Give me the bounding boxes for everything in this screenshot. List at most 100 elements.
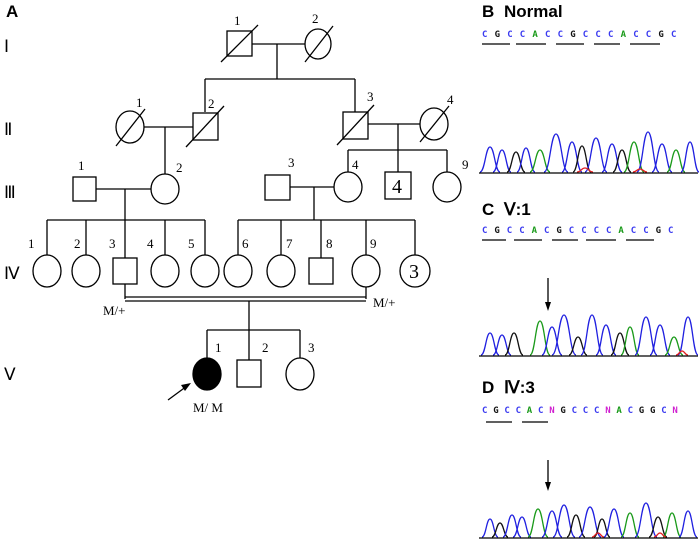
chromatogram-peak bbox=[584, 137, 608, 173]
chromatogram-peak bbox=[662, 512, 682, 538]
individual-number: 1 bbox=[78, 158, 85, 173]
chromatogram-peak bbox=[479, 146, 501, 173]
individual-III-4-female bbox=[333, 171, 363, 203]
individual-number: 4 bbox=[447, 92, 454, 107]
chromatogram-peak bbox=[541, 326, 563, 356]
chromatogram-peak bbox=[653, 532, 667, 538]
individual-number: 9 bbox=[370, 236, 377, 251]
base-call: C bbox=[507, 30, 512, 40]
generation-label-1: Ⅰ bbox=[4, 37, 9, 56]
chromatogram-peak bbox=[492, 334, 512, 356]
base-call: C bbox=[606, 226, 611, 236]
individual-IV-3-male bbox=[112, 257, 138, 285]
chromatogram-peak bbox=[675, 350, 689, 356]
chromatogram-peak bbox=[561, 141, 583, 173]
group-count: 4 bbox=[392, 176, 402, 198]
generation-5: 1 2 3 M/ M bbox=[167, 329, 315, 415]
chromatogram-peak bbox=[623, 141, 645, 173]
panel-d-label: D bbox=[482, 378, 494, 397]
base-call: C bbox=[545, 30, 550, 40]
generation-label-3: Ⅲ bbox=[4, 183, 16, 202]
base-call: A bbox=[621, 30, 627, 40]
deceased-mark bbox=[304, 25, 334, 63]
individual-number: 3 bbox=[109, 236, 116, 251]
chromatogram-peak bbox=[541, 510, 563, 538]
individual-number: 3 bbox=[288, 155, 295, 170]
individual-number: 1 bbox=[215, 340, 222, 355]
base-call: C bbox=[628, 406, 633, 416]
base-call: G bbox=[495, 30, 500, 40]
individual-IV-3-females-group bbox=[399, 254, 431, 288]
base-call: C bbox=[671, 30, 676, 40]
group-count: 3 bbox=[409, 261, 419, 283]
individual-number: 4 bbox=[352, 157, 359, 172]
base-call: C bbox=[583, 406, 588, 416]
mutation-arrowhead-icon bbox=[545, 482, 551, 491]
base-call: C bbox=[595, 30, 600, 40]
chromatogram-peak bbox=[612, 149, 632, 173]
chromatogram-peak bbox=[527, 508, 549, 538]
individual-number: 7 bbox=[286, 236, 293, 251]
deceased-mark bbox=[185, 105, 225, 148]
individual-V-2-male bbox=[236, 359, 262, 388]
chromatogram-peak bbox=[649, 324, 671, 356]
base-call: C bbox=[608, 30, 613, 40]
individual-III-4-males-group bbox=[384, 171, 412, 200]
base-call: C bbox=[482, 226, 487, 236]
base-call: C bbox=[594, 226, 599, 236]
base-call: A bbox=[618, 226, 624, 236]
chromatogram-peak bbox=[506, 151, 526, 173]
individual-number: 4 bbox=[147, 236, 154, 251]
individual-number: 1 bbox=[234, 13, 241, 28]
deceased-mark bbox=[419, 105, 450, 143]
chromatogram-peak bbox=[543, 133, 569, 173]
base-call: C bbox=[661, 406, 666, 416]
individual-V-1-affected-female bbox=[192, 357, 222, 391]
chromatogram-peak bbox=[551, 314, 577, 356]
panel-c-title: Ⅴ:1 bbox=[503, 200, 531, 219]
chromatogram-peak bbox=[529, 320, 551, 356]
genotype-IV-3: M/+ bbox=[103, 303, 126, 318]
chromatogram-peak bbox=[620, 512, 640, 538]
base-call: G bbox=[556, 226, 561, 236]
base-call: G bbox=[493, 406, 498, 416]
base-call: C bbox=[558, 30, 563, 40]
deceased-mark bbox=[220, 24, 259, 63]
base-call: G bbox=[570, 30, 575, 40]
individual-III-1-male bbox=[72, 176, 97, 202]
base-call: A bbox=[527, 406, 533, 416]
base-call: C bbox=[504, 406, 509, 416]
chromatogram-peak bbox=[481, 518, 499, 538]
individual-IV-2-female bbox=[71, 254, 101, 288]
generation-label-2: Ⅱ bbox=[4, 120, 12, 139]
base-call: C bbox=[519, 226, 524, 236]
individual-IV-6-female bbox=[223, 254, 253, 288]
base-call: G bbox=[658, 30, 663, 40]
base-call: G bbox=[656, 226, 661, 236]
chromatogram-iv3 bbox=[481, 502, 698, 538]
base-call: G bbox=[494, 226, 499, 236]
deceased-mark bbox=[115, 108, 146, 147]
base-call: A bbox=[532, 226, 538, 236]
chromatogram-peak bbox=[677, 316, 699, 356]
base-call: G bbox=[639, 406, 644, 416]
individual-IV-7-female bbox=[266, 254, 296, 288]
chromatogram-peak bbox=[620, 326, 640, 356]
base-call: C bbox=[646, 30, 651, 40]
base-call: A bbox=[532, 30, 538, 40]
individual-number: 2 bbox=[176, 160, 183, 175]
chromatogram-normal bbox=[479, 131, 700, 173]
individual-number: 9 bbox=[462, 157, 469, 172]
individual-IV-5-female bbox=[190, 254, 220, 288]
individual-III-9-female bbox=[432, 171, 462, 203]
base-call: C bbox=[482, 30, 487, 40]
chromatogram-peak bbox=[591, 532, 605, 538]
generation-1: 1 2 bbox=[204, 11, 356, 112]
base-call: C bbox=[581, 226, 586, 236]
chromatogram-peak bbox=[512, 516, 532, 538]
chromatogram-peak bbox=[492, 149, 512, 173]
